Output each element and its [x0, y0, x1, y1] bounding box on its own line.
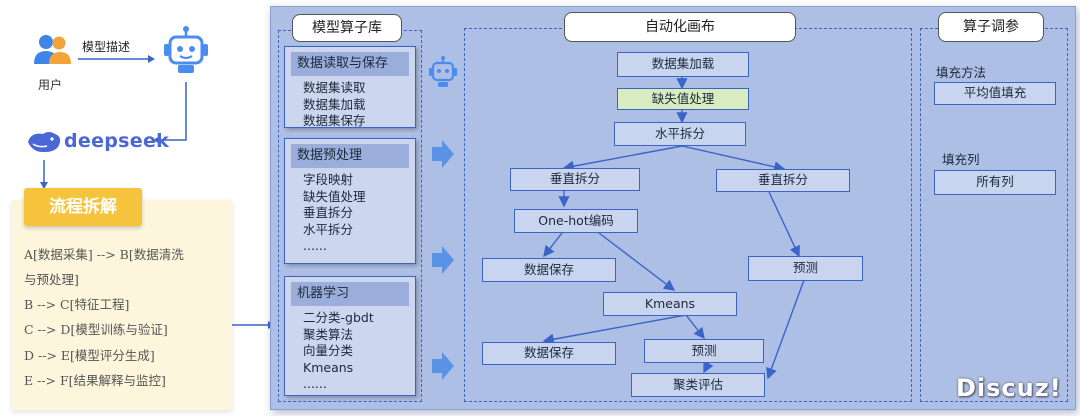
deepseek-logo-icon	[25, 128, 63, 156]
flow-line: E --> F[结果解释与监控]	[24, 373, 166, 388]
node-dataset-load[interactable]: 数据集加载	[617, 52, 749, 77]
category-data-io[interactable]: 数据读取与保存 数据集读取 数据集加载 数据集保存	[284, 46, 416, 128]
category-machine-learning[interactable]: 机器学习 二分类-gbdt 聚类算法 向量分类 Kmeans ......	[284, 276, 416, 396]
watermark-text: Discuz!	[956, 374, 1062, 402]
user-icon	[32, 30, 74, 72]
node-data-save-1[interactable]: 数据保存	[482, 258, 616, 282]
flow-line: B --> C[特征工程]	[24, 297, 130, 312]
auto-canvas-title: 自动化画布	[564, 12, 796, 42]
library-to-canvas-arrow	[432, 140, 454, 168]
operator-item[interactable]: 水平拆分	[303, 221, 354, 237]
flow-line: D --> E[模型评分生成]	[24, 348, 155, 363]
robot-icon	[427, 56, 459, 88]
node-kmeans[interactable]: Kmeans	[603, 292, 737, 316]
canvas-connectors	[542, 77, 805, 380]
category-header: 机器学习	[291, 282, 409, 306]
library-to-canvas-arrow	[432, 246, 454, 274]
operator-item[interactable]: 垂直拆分	[303, 205, 354, 220]
operator-item[interactable]: 数据集保存	[303, 113, 366, 128]
node-missing-value[interactable]: 缺失值处理	[617, 88, 749, 110]
deepseek-wordmark: deepseek	[64, 130, 170, 152]
category-header: 数据预处理	[291, 144, 409, 168]
operator-item: ......	[303, 238, 327, 253]
model-description-label: 模型描述	[82, 40, 131, 54]
operator-item[interactable]: 向量分类	[303, 343, 354, 358]
node-data-save-2[interactable]: 数据保存	[482, 342, 616, 365]
robot-icon	[160, 26, 212, 76]
node-predict-2[interactable]: 预测	[644, 339, 764, 363]
fill-columns-label: 填充列	[942, 152, 980, 167]
library-to-canvas-arrow	[432, 352, 454, 380]
operator-item: ......	[303, 376, 327, 391]
operator-item[interactable]: 字段映射	[303, 172, 354, 187]
fill-columns-select[interactable]: 所有列	[934, 170, 1056, 195]
operator-item[interactable]: 二分类-gbdt	[303, 310, 374, 325]
node-vertical-split-right[interactable]: 垂直拆分	[716, 169, 850, 192]
operator-item[interactable]: 数据集读取	[303, 80, 366, 95]
user-label: 用户	[38, 78, 63, 92]
node-onehot[interactable]: One-hot编码	[514, 209, 638, 233]
robot-to-deepseek-arrow	[153, 82, 187, 144]
operator-item[interactable]: Kmeans	[303, 359, 354, 375]
flow-breakdown-panel	[12, 200, 232, 410]
operator-item[interactable]: 缺失值处理	[303, 188, 366, 204]
flow-line: C --> D[模型训练与验证]	[24, 322, 168, 337]
flow-line: A[数据采集] --> B[数据清洗	[24, 247, 184, 262]
node-predict-1[interactable]: 预测	[748, 256, 863, 281]
operator-library-title: 模型算子库	[292, 14, 402, 42]
category-header: 数据读取与保存	[291, 52, 409, 76]
node-cluster-eval[interactable]: 聚类评估	[631, 373, 765, 397]
operator-item[interactable]: 聚类算法	[303, 326, 354, 342]
deepseek-to-flow-arrow	[40, 160, 48, 189]
flow-line: 与预处理]	[24, 272, 79, 287]
fill-method-select[interactable]: 平均值填充	[934, 82, 1056, 105]
operator-item[interactable]: 数据集加载	[303, 96, 366, 112]
category-preprocessing[interactable]: 数据预处理 字段映射 缺失值处理 垂直拆分 水平拆分 ......	[284, 138, 416, 264]
fill-method-label: 填充方法	[936, 65, 987, 80]
user-to-robot-arrow	[78, 55, 155, 63]
operator-params-title: 算子调参	[938, 12, 1044, 42]
node-horizontal-split[interactable]: 水平拆分	[614, 122, 746, 146]
node-vertical-split-left[interactable]: 垂直拆分	[510, 168, 640, 191]
flow-breakdown-title: 流程拆解	[24, 188, 142, 226]
